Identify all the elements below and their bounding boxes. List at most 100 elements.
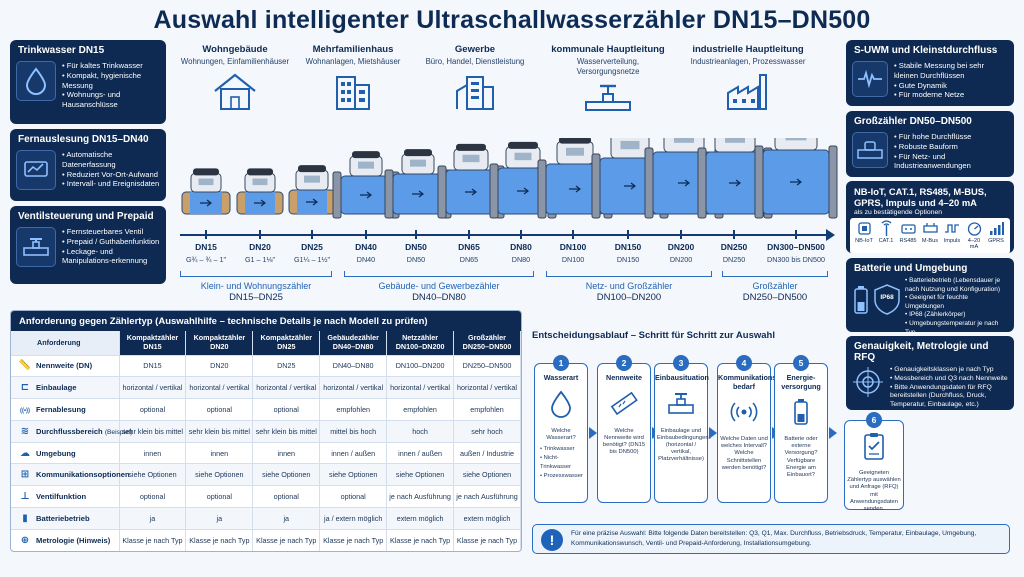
dn-sublabel: G1 – 1⅛": [244, 255, 276, 264]
table-cell: empfohlen: [319, 398, 388, 421]
table-header: Kompaktzähler DN20: [185, 331, 254, 356]
step-option: Prozesswasser: [540, 472, 587, 481]
application-gewerbe: Gewerbe Büro, Handel, Dienstleistung: [415, 44, 535, 116]
table-cell: innen / außen: [319, 442, 388, 465]
application-subtitle: Wohnungen, Einfamilienhäuser: [180, 57, 290, 66]
step-number: 2: [616, 355, 632, 371]
pipe-icon: ⊏: [20, 382, 30, 394]
battery-icon: [852, 285, 870, 320]
pulse-icon: [944, 220, 961, 237]
m-bus-icon: [922, 220, 939, 237]
meter-illustration: [181, 168, 231, 215]
table-cell: sehr klein bis mittel: [252, 420, 321, 443]
panel-title: S-UWM und Kleinstdurchfluss: [854, 45, 998, 56]
table-cell: horizontal / vertikal: [319, 376, 388, 400]
battery-icon: ▮: [22, 512, 28, 524]
clipboard-check-icon: [864, 433, 884, 460]
axis-tick: [205, 230, 207, 239]
group-range: DN15–DN25: [229, 292, 283, 303]
row-label: Einbaulage: [36, 383, 77, 393]
application-title: industrielle Hauptleitung: [692, 44, 804, 55]
panel-item: Genauigkeitsklassen je nach Typ: [890, 366, 1008, 375]
page-title: Auswahl intelligenter Ultraschallwasserz…: [153, 6, 871, 34]
row-label-cell: ⊥Ventilfunktion: [11, 485, 120, 509]
panel-metrologie: Genauigkeit, Metrologie und RFQ Genauigk…: [846, 336, 1014, 410]
table-cell: empfohlen: [386, 398, 455, 421]
table-cell: optional: [119, 485, 187, 509]
dn-sublabel: DN80: [511, 255, 531, 264]
step-question: Batterie oder externe Versorgung? Verfüg…: [784, 436, 818, 479]
dn-label: DN15: [195, 242, 217, 252]
panel-item: Umgebungstemperatur je nach Typ: [905, 320, 1008, 332]
ip68-badge: IP68: [873, 283, 901, 320]
group-bracket: [546, 271, 712, 277]
panel-item: Für kaltes Trinkwasser: [62, 61, 160, 71]
group-title: Klein- und Wohnungszähler: [200, 281, 312, 291]
application-subtitle: Wohnanlagen, Mietshäuser: [305, 57, 401, 66]
step-title: Einbausituation: [655, 373, 709, 382]
option-4-20ma: 4–20 mA: [964, 220, 984, 250]
row-label: Ventilfunktion: [36, 492, 87, 502]
table-cell: optional: [185, 485, 254, 509]
dn-label: DN20: [249, 242, 271, 252]
group-bracket: [180, 271, 332, 277]
step-question: Welche Wasserart?: [546, 427, 576, 441]
table-title: Anforderung gegen Zählertyp (Auswahlhilf…: [11, 311, 521, 331]
step-option: Nicht-Trinkwasser: [540, 454, 587, 472]
table-cell: je nach Ausführung: [453, 485, 521, 509]
table-cell: ja: [119, 507, 187, 530]
table-cell: horizontal / vertikal: [252, 376, 321, 400]
info-text: Für eine präzise Auswahl: Bitte folgende…: [571, 530, 977, 547]
table-cell: horizontal / vertikal: [453, 376, 521, 400]
water-drop-icon: [16, 61, 56, 101]
option-m-bus: M-Bus: [920, 220, 940, 250]
panel-title: Großzähler DN50–DN500: [854, 116, 972, 127]
option-label: 4–20 mA: [967, 238, 981, 250]
table-cell: Klasse je nach Typ: [119, 529, 187, 551]
dn-sublabel: DN65: [459, 255, 479, 264]
dn-label: DN150: [614, 242, 642, 252]
table-cell: Klasse je nach Typ: [386, 529, 455, 551]
exclamation-icon: !: [541, 529, 563, 551]
network-icon: ⊞: [20, 469, 30, 481]
row-label: Fernablesung: [36, 404, 86, 414]
table-cell: innen: [119, 442, 187, 465]
dn-sublabel: DN250: [722, 255, 746, 264]
group-range: DN40–DN80: [412, 292, 466, 303]
panel-kommunikation: NB-IoT, CAT.1, RS485, M-BUS, GPRS, Impul…: [846, 181, 1014, 253]
table-cell: Klasse je nach Typ: [453, 529, 521, 551]
table-cell: horizontal / vertikal: [119, 376, 187, 400]
axis-tick: [733, 230, 735, 239]
table-cell: optional: [319, 485, 388, 509]
table-cell: extern möglich: [386, 507, 455, 530]
table-cell: DN15: [119, 355, 187, 378]
option-gprs: GPRS: [986, 220, 1006, 250]
step-question: Welche Daten und welches Intervall? Welc…: [720, 436, 768, 471]
table-header: Netzzähler DN100–DN200: [386, 331, 455, 356]
step-text: Geeigneten Zählertyp auswählen und Anfra…: [847, 470, 901, 513]
table-header: Kompaktzähler DN15: [119, 331, 187, 356]
table-cell: DN25: [252, 355, 321, 378]
table-cell: optional: [252, 485, 321, 509]
row-label-cell: 📏Nennweite (DN): [11, 355, 120, 378]
step-number: 5: [793, 355, 809, 371]
axis-tick: [365, 230, 367, 239]
size-axis-arrow-icon: [826, 229, 835, 241]
row-label: Metrologie (Hinweis): [36, 535, 111, 545]
factory-icon: [727, 73, 767, 110]
table-header: Großzähler DN250–DN500: [453, 331, 521, 356]
application-kommunal: kommunale Hauptleitung Wasserverteilung,…: [548, 44, 668, 125]
application-title: Mehrfamilienhaus: [312, 44, 394, 55]
step-question: Welche Nennweite wird benötigt? (DN15 bi…: [602, 427, 646, 456]
application-mehrfamilienhaus: Mehrfamilienhaus Wohnanlagen, Mietshäuse…: [293, 44, 413, 116]
water-drop-icon: [551, 390, 571, 418]
panel-item: Reduziert Vor-Ort-Aufwand: [62, 170, 160, 180]
row-label-cell: ((•))Fernablesung: [11, 398, 120, 421]
table-cell: innen: [185, 442, 254, 465]
row-note: (Beispiel): [104, 428, 133, 436]
gauge-icon: [966, 220, 983, 237]
table-cell: empfohlen: [453, 398, 521, 421]
